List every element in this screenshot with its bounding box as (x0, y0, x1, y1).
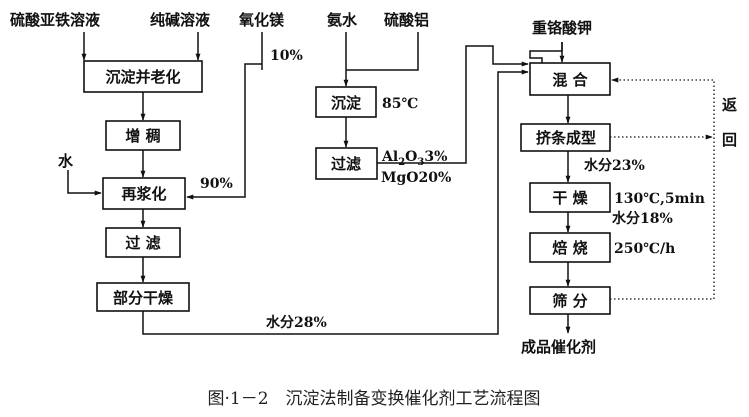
text-filter-left: 过 滤 (125, 234, 160, 252)
text-extrude: 挤条成型 (536, 129, 596, 147)
annotation-moisture-23: 水分23% (584, 157, 645, 174)
annotation-mgo-90: 90% (200, 176, 233, 192)
annotation-mgo-10: 10% (270, 48, 303, 64)
box-mix (529, 62, 611, 96)
text-calcine: 焙 烧 (552, 239, 587, 257)
box-partial-dry (96, 282, 190, 312)
text-dry: 干 燥 (552, 189, 588, 207)
annotation-calcine-rate: 250℃/h (614, 241, 675, 257)
arrow-dry-to-mix (142, 69, 529, 335)
label-water: 水 (58, 152, 74, 170)
arrow-water-to-reslurry (67, 170, 102, 196)
label-potassium-dichromate: 重铬酸钾 (532, 19, 592, 37)
arrow-mgo-90-to-reslurry (186, 63, 262, 200)
annotation-mgo-20: MgO20% (381, 170, 451, 186)
connectors (67, 32, 715, 335)
box-labels: 沉淀并老化 增 稠 再浆化 过 滤 部分干燥 沉淀 过滤 混 合 挤条成型 干 … (105, 68, 596, 310)
label-magnesium-oxide: 氧化镁 (238, 11, 285, 29)
text-sieve: 筛 分 (552, 292, 587, 310)
annotation-moisture-18: 水分18% (612, 210, 673, 227)
box-precipitate-age (83, 60, 203, 93)
box-precipitate-mid (315, 86, 377, 118)
box-dry (529, 182, 611, 213)
box-reslurry (102, 177, 186, 210)
box-calcine (529, 232, 611, 263)
text-thicken: 增 稠 (125, 127, 160, 145)
process-boxes (83, 60, 611, 315)
text-mix: 混 合 (552, 71, 588, 89)
line-dichromate (529, 42, 563, 64)
text-precipitate-age: 沉淀并老化 (105, 68, 180, 86)
label-ammonia: 氨水 (327, 11, 358, 29)
dotted-return-sieve (610, 77, 715, 300)
box-sieve (529, 286, 611, 315)
annotation-return-2: 回 (722, 131, 737, 149)
line-aluminum-to-precipitate (346, 32, 419, 71)
label-soda-ash: 纯碱溶液 (150, 11, 211, 29)
label-ferrous-sulfate: 硫酸亚铁溶液 (10, 11, 101, 29)
box-extrude (520, 123, 611, 152)
box-thicken (105, 120, 181, 151)
annotations: 10% 90% 85℃ Al2O33% MgO20% 水分28% 水分23% 1… (200, 48, 737, 356)
annotation-return-1: 返 (722, 96, 737, 114)
annotation-moisture-28: 水分28% (266, 314, 327, 331)
figure-caption: 图·1－2 沉淀法制备变换催化剂工艺流程图 (207, 389, 540, 409)
annotation-dry-conditions: 130℃,5min (614, 191, 705, 207)
text-reslurry: 再浆化 (121, 185, 166, 203)
arrow-filter-to-mix (377, 45, 529, 164)
annotation-temp-85: 85℃ (382, 96, 418, 112)
input-labels: 硫酸亚铁溶液 纯碱溶液 氧化镁 氨水 硫酸铝 重铬酸钾 水 (10, 11, 592, 170)
text-filter-mid: 过滤 (331, 155, 361, 173)
text-partial-dry: 部分干燥 (113, 289, 174, 307)
annotation-al2o3: Al2O33% (381, 149, 447, 168)
box-filter-left (105, 227, 181, 258)
text-precipitate-mid: 沉淀 (331, 94, 362, 112)
box-filter-mid (315, 147, 378, 180)
label-aluminum-sulfate: 硫酸铝 (384, 11, 429, 29)
label-product: 成品催化剂 (521, 338, 596, 356)
